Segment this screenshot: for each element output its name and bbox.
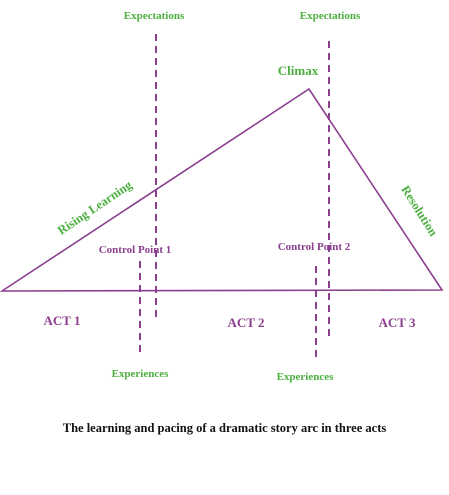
diagram-caption: The learning and pacing of a dramatic st… [62,421,387,435]
story-arc-triangle [0,87,444,292]
climax-label: Climax [278,63,319,78]
experiences-label-1: Experiences [112,368,170,380]
experiences-label-2: Experiences [277,371,335,383]
act-1-label: ACT 1 [44,313,81,328]
act-2-label: ACT 2 [228,315,265,330]
control-point-2-label: Control Point 2 [278,241,351,253]
resolution-label: Resolution [398,183,440,239]
expectations-label-1: Expectations [124,10,185,22]
control-point-1-label: Control Point 1 [99,244,172,256]
expectations-label-2: Expectations [300,10,361,22]
rising-learning-label: Rising Learning [55,177,135,237]
act-3-label: ACT 3 [379,315,416,330]
